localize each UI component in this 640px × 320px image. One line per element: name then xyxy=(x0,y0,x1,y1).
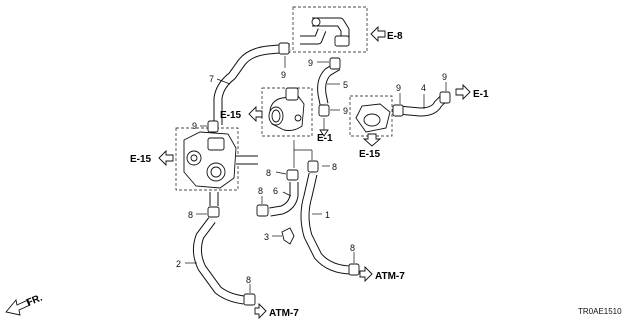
callout-6: 6 xyxy=(273,186,278,196)
callout-2: 2 xyxy=(176,259,181,269)
e1-label-center: E-1 xyxy=(317,133,333,144)
atm7-label-right: ATM-7 xyxy=(375,271,405,282)
e1-reference-right: E-1 xyxy=(455,83,489,101)
front-label: FR. xyxy=(25,292,44,308)
clamp-9-top: 9 xyxy=(278,42,290,80)
right-fitting-assembly: 9 4 9 xyxy=(349,72,451,137)
e15-arrow-icon-right xyxy=(362,133,382,147)
callout-8d: 8 xyxy=(350,243,355,253)
e15-arrow-icon-center xyxy=(248,105,263,123)
hose-1: 8 1 8 xyxy=(294,149,360,276)
atm7-arrow-icon-bottom xyxy=(254,302,267,320)
e15-label-right: E-15 xyxy=(359,149,381,160)
bracket-3: 3 xyxy=(264,227,295,245)
callout-3: 3 xyxy=(264,232,269,242)
atm7-reference-right: ATM-7 xyxy=(359,265,405,283)
callout-9c: 9 xyxy=(343,106,348,116)
atm7-label-bottom: ATM-7 xyxy=(269,308,299,319)
callout-4: 4 xyxy=(421,83,426,93)
callout-8b: 8 xyxy=(258,186,263,196)
e8-assembly xyxy=(292,6,368,53)
callout-8c: 8 xyxy=(332,162,337,172)
e1-label-right: E-1 xyxy=(473,89,489,100)
callout-5: 5 xyxy=(343,80,348,90)
thermostat-assembly xyxy=(261,87,313,137)
callout-8e: 8 xyxy=(188,210,193,220)
e1-reference-center: E-1 xyxy=(317,118,333,144)
callout-9e: 9 xyxy=(442,72,447,82)
e15-arrow-icon-left xyxy=(158,149,174,167)
e8-label: E-8 xyxy=(387,31,403,42)
atm7-arrow-icon-right xyxy=(359,265,373,283)
e1-arrow-icon-right xyxy=(455,83,471,101)
callout-1: 1 xyxy=(325,210,330,220)
front-arrow-icon xyxy=(5,298,31,316)
callout-9a: 9 xyxy=(281,70,286,80)
diagram-code: TR0AE1510 xyxy=(578,307,622,316)
atm7-reference-bottom: ATM-7 xyxy=(254,302,299,320)
e15-reference-center: E-15 xyxy=(220,105,263,123)
callout-9f: 9 xyxy=(192,121,197,131)
callout-9b: 9 xyxy=(308,58,313,68)
e15-reference-left: E-15 xyxy=(130,149,174,167)
e8-dashed-box xyxy=(292,6,368,53)
hose-6: 8 6 8 xyxy=(256,140,299,217)
water-outlet-assembly: 9 xyxy=(175,120,258,191)
callout-7: 7 xyxy=(209,74,214,84)
front-direction-indicator: FR. xyxy=(5,292,44,316)
callout-8f: 8 xyxy=(246,275,251,285)
e15-label-center: E-15 xyxy=(220,110,242,121)
hose-5: 9 5 9 xyxy=(308,57,348,117)
e15-label-left: E-15 xyxy=(130,154,152,165)
callout-9d: 9 xyxy=(396,83,401,93)
e8-arrow-icon xyxy=(370,25,386,43)
callout-8a: 8 xyxy=(266,168,271,178)
hose-7: 7 xyxy=(209,43,291,125)
e8-reference: E-8 xyxy=(370,25,403,43)
hose-2: 8 2 8 xyxy=(176,192,256,306)
e15-reference-right: E-15 xyxy=(359,133,382,160)
